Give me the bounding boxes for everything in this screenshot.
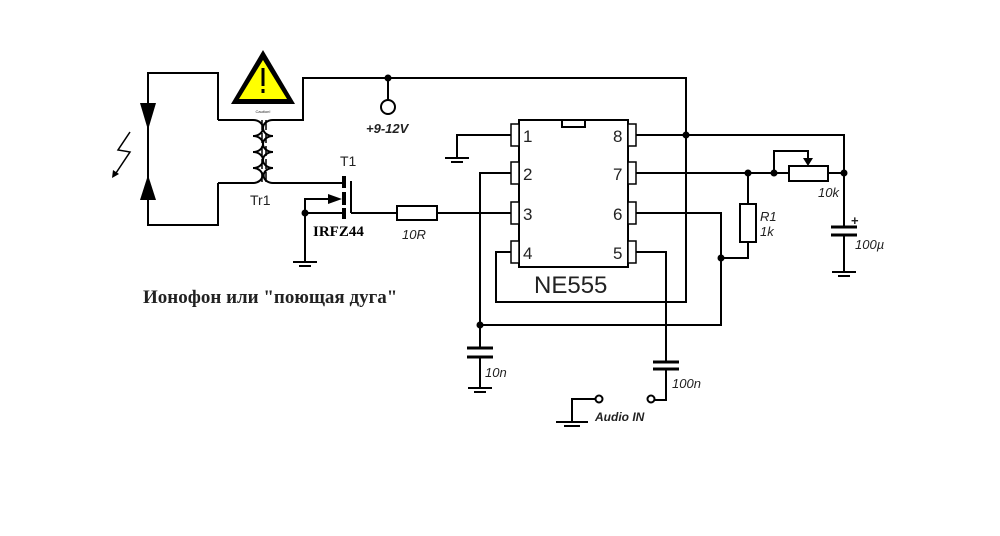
r1-ref: R1	[760, 209, 777, 224]
transistor-part: IRFZ44	[313, 224, 364, 240]
potentiometer	[788, 165, 829, 182]
audio-in-label: Audio IN	[594, 410, 645, 424]
timing-cap-value: 10n	[485, 365, 507, 380]
polarity-mark: +	[851, 213, 859, 228]
ne555-chip: 1 2 3 4 5 6 7 8 NE555	[510, 119, 637, 299]
pin-8-label: 8	[613, 127, 622, 146]
electrode-bottom	[140, 175, 156, 200]
mosfet: T1 IRFZ44	[273, 153, 397, 262]
arc-gap	[112, 72, 253, 226]
ground-icon	[293, 261, 317, 267]
pin-4-label: 4	[523, 244, 532, 263]
transformer-label: Tr1	[250, 192, 271, 208]
pot-value: 10k	[818, 185, 840, 200]
pin-3-label: 3	[523, 205, 532, 224]
supply-terminal	[380, 99, 396, 115]
pin-5-label: 5	[613, 244, 622, 263]
pin-2-label: 2	[523, 165, 532, 184]
supply-cap-value: 100µ	[855, 237, 884, 252]
audio-terminal-ground[interactable]	[594, 394, 604, 404]
warning-caption: Caution!	[256, 109, 271, 114]
warning-icon: Caution!	[231, 50, 295, 114]
gate-resistor-value: 10R	[402, 227, 426, 242]
pin-7-label: 7	[613, 165, 622, 184]
audio-cap-value: 100n	[672, 376, 701, 391]
diagram-title: Ионофон или "поющая дуга"	[143, 287, 397, 308]
electrode-top	[140, 103, 156, 130]
pin-1-label: 1	[523, 127, 532, 146]
ic-part-label: NE555	[534, 272, 607, 299]
pin-6-label: 6	[613, 205, 622, 224]
audio-terminal-signal[interactable]	[646, 394, 656, 404]
transistor-ref: T1	[340, 153, 357, 169]
lightning-icon	[113, 131, 132, 177]
supply-label: +9-12V	[366, 121, 410, 136]
gate-resistor	[396, 205, 438, 221]
resistor-r1	[739, 203, 757, 243]
r1-value: 1k	[760, 224, 775, 239]
transformer: Tr1	[250, 119, 274, 208]
